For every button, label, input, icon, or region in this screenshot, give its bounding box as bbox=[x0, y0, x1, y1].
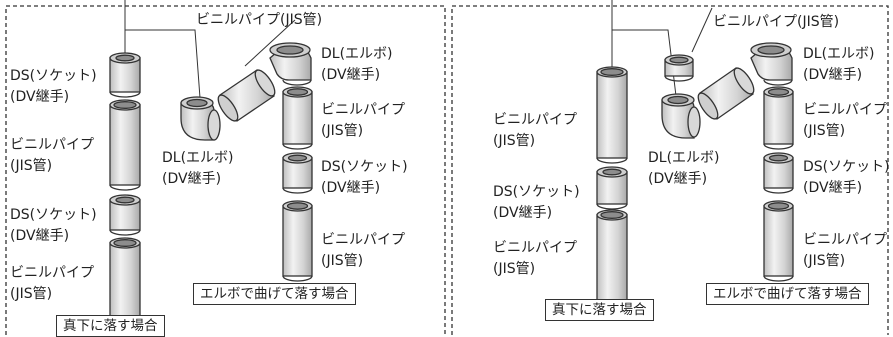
left-ds-socket-1 bbox=[109, 52, 141, 98]
left-leader-lines bbox=[124, 0, 296, 99]
left-elbow-pipe2-label-1: ビニルパイプ bbox=[321, 232, 405, 248]
left-dl-bottom-label-1: DL(エルボ) bbox=[162, 150, 234, 166]
right-pipe1-label-2: (JIS管) bbox=[493, 133, 536, 149]
left-ds2-label-1: DS(ソケット) bbox=[10, 207, 97, 223]
left-vinyl-pipe-diagonal bbox=[217, 69, 276, 122]
left-pipe1-label-2: (JIS管) bbox=[10, 158, 53, 174]
right-elbow-pipe1-label-2: (JIS管) bbox=[803, 123, 846, 139]
right-dl-elbow-bottom bbox=[661, 93, 701, 139]
right-ds-socket bbox=[596, 166, 628, 210]
left-elbow-vinyl-pipe-2 bbox=[282, 200, 313, 282]
right-pipe2-label-2: (JIS管) bbox=[493, 261, 536, 277]
right-elbow-vinyl-pipe-2 bbox=[763, 200, 794, 282]
right-elbow-pipe1-label-1: ビニルパイプ bbox=[803, 102, 887, 118]
right-vinyl-pipe-1 bbox=[596, 66, 628, 164]
right-pipe1-label-1: ビニルパイプ bbox=[493, 112, 577, 128]
right-small-socket bbox=[664, 54, 694, 82]
left-elbow-ds-label-1: DS(ソケット) bbox=[321, 159, 408, 175]
left-dl-top-label-1: DL(エルボ) bbox=[321, 46, 393, 62]
left-pipe2-label-2: (JIS管) bbox=[10, 286, 53, 302]
left-vinyl-pipe-2 bbox=[109, 237, 141, 324]
left-elbow-vinyl-pipe-1 bbox=[282, 86, 313, 150]
right-straight-caption: 真下に落す場合 bbox=[545, 299, 654, 321]
right-elbow-caption: エルボで曲げて落す場合 bbox=[706, 283, 869, 305]
left-elbow-caption: エルボで曲げて落す場合 bbox=[193, 283, 356, 305]
right-dl-bottom-label-1: DL(エルボ) bbox=[648, 150, 720, 166]
left-elbow-pipe2-label-2: (JIS管) bbox=[321, 253, 364, 269]
right-dl-top-label-2: (DV継手) bbox=[803, 67, 863, 83]
left-pipe1-label-1: ビニルパイプ bbox=[10, 137, 94, 153]
right-dashed-frame bbox=[451, 5, 889, 335]
left-ds2-label-2: (DV継手) bbox=[10, 228, 70, 244]
left-dl-bottom-label-2: (DV継手) bbox=[162, 171, 222, 187]
right-dl-top-label-1: DL(エルボ) bbox=[803, 46, 875, 62]
left-top-pipe-label: ビニルパイプ(JIS管) bbox=[196, 12, 323, 28]
right-elbow-ds-socket bbox=[763, 152, 794, 194]
right-elbow-ds-label-2: (DV継手) bbox=[803, 180, 863, 196]
left-dl-elbow-top bbox=[269, 42, 312, 86]
right-vinyl-pipe-diagonal bbox=[697, 67, 755, 120]
right-dl-elbow-top bbox=[750, 42, 793, 86]
left-ds1-label-2: (DV継手) bbox=[10, 89, 70, 105]
left-vinyl-pipe-1 bbox=[109, 99, 141, 191]
right-elbow-vinyl-pipe-1 bbox=[763, 86, 794, 150]
left-elbow-pipe1-label-2: (JIS管) bbox=[321, 123, 364, 139]
left-elbow-ds-label-2: (DV継手) bbox=[321, 180, 381, 196]
left-straight-caption: 真下に落す場合 bbox=[56, 315, 165, 337]
left-ds1-label-1: DS(ソケット) bbox=[10, 68, 97, 84]
right-ds-label-1: DS(ソケット) bbox=[493, 184, 580, 200]
right-elbow-pipe2-label-2: (JIS管) bbox=[803, 253, 846, 269]
left-ds-socket-2 bbox=[109, 194, 141, 236]
right-ds-label-2: (DV継手) bbox=[493, 205, 553, 221]
left-dl-top-label-2: (DV継手) bbox=[321, 67, 381, 83]
right-top-pipe-label: ビニルパイプ(JIS管) bbox=[713, 14, 840, 30]
right-elbow-ds-label-1: DS(ソケット) bbox=[803, 159, 890, 175]
left-dashed-frame bbox=[5, 5, 446, 335]
right-dl-bottom-label-2: (DV継手) bbox=[648, 171, 708, 187]
right-elbow-pipe2-label-1: ビニルパイプ bbox=[803, 232, 887, 248]
right-pipe2-label-1: ビニルパイプ bbox=[493, 240, 577, 256]
left-dl-elbow-bottom bbox=[180, 96, 221, 141]
left-elbow-pipe1-label-1: ビニルパイプ bbox=[321, 102, 405, 118]
left-pipe2-label-1: ビニルパイプ bbox=[10, 265, 94, 281]
left-elbow-ds-socket bbox=[282, 152, 313, 194]
